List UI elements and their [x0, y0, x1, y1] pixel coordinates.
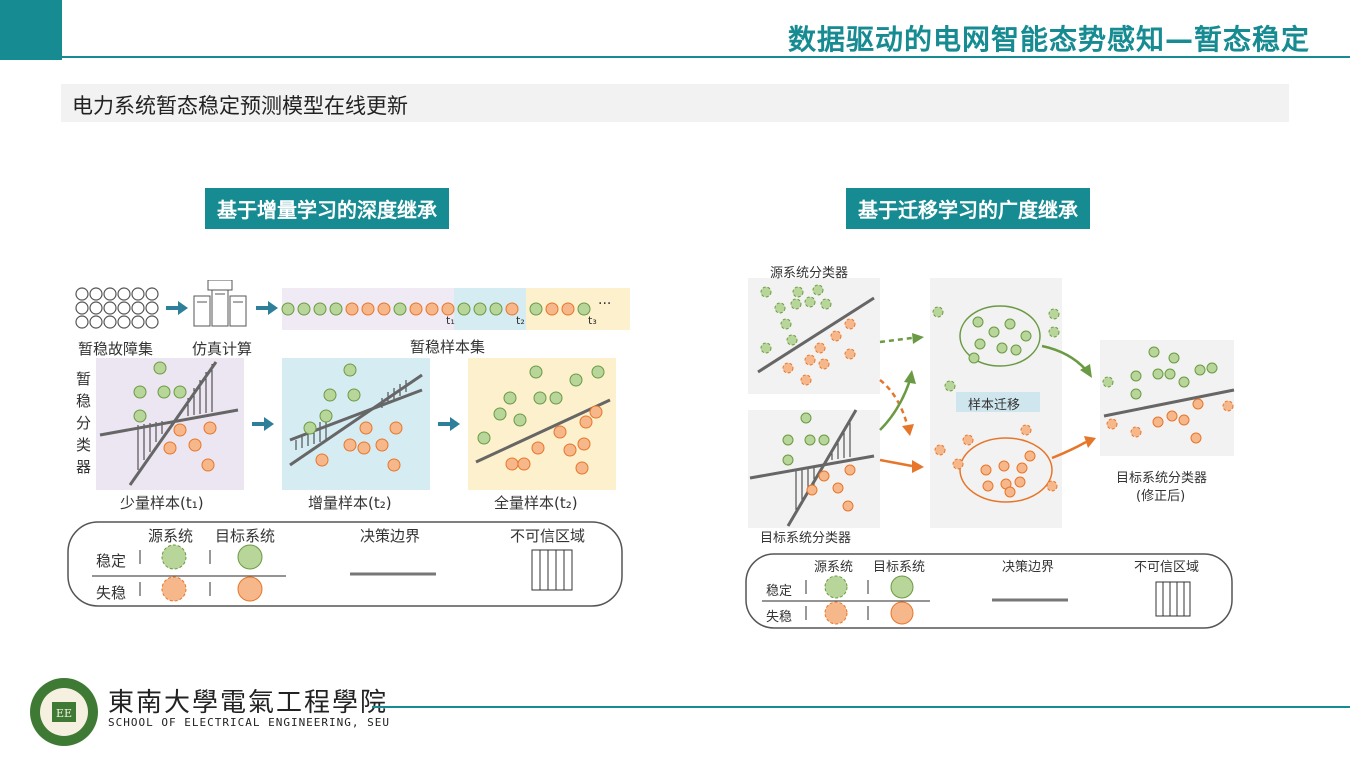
legend-untrusted-label: 不可信区域 [1134, 560, 1200, 575]
t3-label: t₃ [588, 314, 597, 327]
legend-boundary-label: 决策边界 [360, 527, 421, 545]
updated-classifier-label: 目标系统分类器 [1116, 471, 1208, 486]
school-name-en: SCHOOL OF ELECTRICAL ENGINEERING, SEU [108, 716, 391, 729]
legend-target-label: 目标系统 [215, 527, 276, 545]
panel-incremental-sample [282, 358, 430, 490]
arrow-right-icon [912, 333, 924, 344]
subtitle-text: 电力系统暂态稳定预测模型在线更新 [72, 94, 408, 118]
legend-box [67, 521, 623, 607]
arrow-right-icon [256, 301, 278, 315]
sample-strip [281, 302, 591, 316]
sample-set-label: 暂稳样本集 [410, 338, 486, 356]
panel-full-sample [468, 358, 616, 490]
legend-stable-label: 稳定 [96, 552, 127, 570]
classifier-vertical-label: 暂 稳 分 类 器 [76, 370, 92, 476]
right-heading: 基于迁移学习的广度继承 [846, 188, 1090, 229]
legend-unstable-label: 失稳 [96, 584, 127, 602]
fault-set-icon [75, 287, 159, 329]
updated-classifier-note: (修正后) [1136, 489, 1186, 504]
legend-untrusted-label: 不可信区域 [510, 527, 586, 545]
arrow-right-icon [912, 460, 924, 473]
panel-small-sample [96, 358, 244, 490]
legend-box [745, 553, 1233, 629]
subtitle-bar [61, 84, 1289, 122]
school-seal-logo: EE [30, 678, 98, 746]
arrow-right-icon [1084, 436, 1096, 448]
untrusted-region-icon [531, 549, 573, 591]
arrow-up-icon [904, 370, 916, 384]
simulation-label: 仿真计算 [192, 340, 253, 358]
incremental-learning-diagram [67, 280, 630, 607]
fault-set-label: 暂稳故障集 [78, 340, 154, 358]
updated-classifier-panel [1100, 340, 1234, 456]
arrow-down-icon [902, 424, 914, 436]
panel1-label: 少量样本(t₁) [120, 494, 204, 512]
legend-source-label: 源系统 [814, 560, 854, 575]
target-classifier-label: 目标系统分类器 [760, 531, 852, 546]
server-icon [193, 280, 247, 327]
legend-stable-label: 稳定 [766, 584, 793, 599]
legend-boundary-label: 决策边界 [1002, 560, 1055, 575]
school-name-cn: 東南大學電氣工程學院 [108, 688, 389, 718]
untrusted-region-icon [1155, 581, 1191, 617]
transfer-learning-diagram [745, 278, 1235, 629]
footer-rule [372, 706, 1350, 708]
header-accent-block [0, 0, 62, 60]
panel3-label: 全量样本(t₂) [494, 494, 578, 512]
sample-transfer-label: 样本迁移 [968, 398, 1021, 413]
arrow-right-icon [166, 301, 188, 315]
decision-boundary [99, 408, 239, 437]
arrow-right-icon [252, 417, 274, 431]
panel2-label: 增量样本(t₂) [308, 494, 392, 512]
t2-label: t₂ [516, 314, 525, 327]
header-rule [62, 56, 1350, 58]
svg-text:EE: EE [56, 707, 72, 720]
legend-target-label: 目标系统 [873, 560, 926, 575]
ellipsis: ··· [598, 296, 612, 312]
legend-source-label: 源系统 [148, 527, 194, 545]
source-classifier-label: 源系统分类器 [770, 266, 849, 281]
slide-title: 数据驱动的电网智能态势感知—暂态稳定 [787, 23, 1310, 56]
arrow-right-icon [438, 417, 460, 431]
decision-boundary [128, 361, 218, 486]
legend-unstable-label: 失稳 [766, 610, 793, 625]
left-heading: 基于增量学习的深度继承 [205, 188, 449, 229]
arrow-right-icon [1080, 364, 1092, 378]
t1-label: t₁ [446, 314, 455, 327]
